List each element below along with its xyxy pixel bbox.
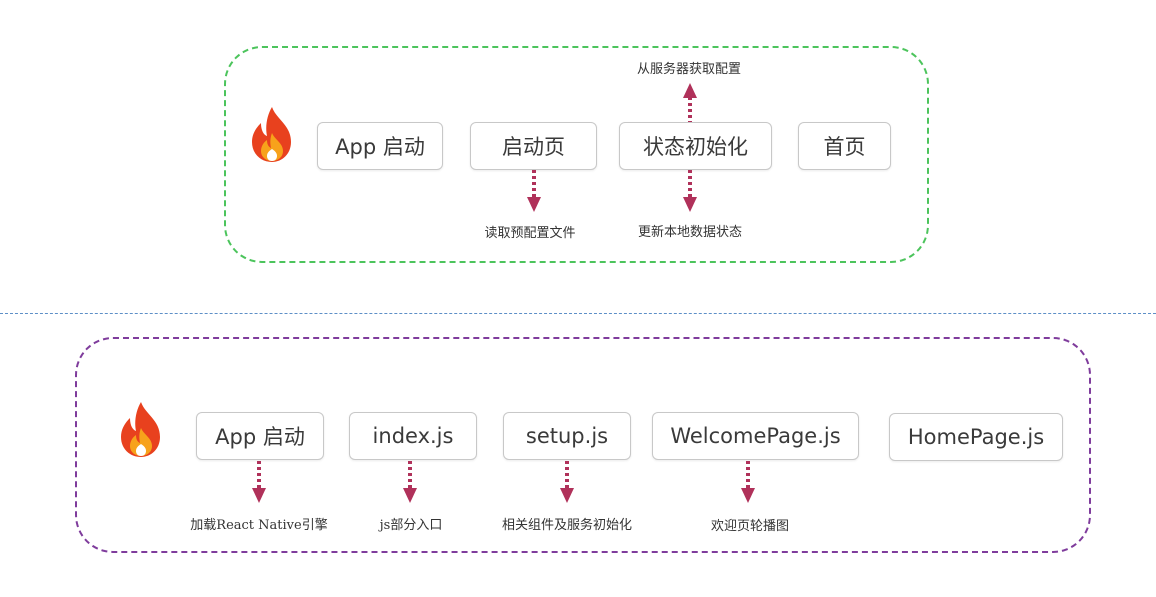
node-welcome-page-js: WelcomePage.js xyxy=(652,412,859,460)
note-load-engine: 加载React Native引擎 xyxy=(190,518,328,533)
arrow-down-read-config xyxy=(527,170,541,212)
top-group-frame xyxy=(224,46,929,263)
arrow-down-js-entry xyxy=(403,461,417,503)
node-app-launch: App 启动 xyxy=(196,412,324,460)
node-index-js: index.js xyxy=(349,412,477,460)
section-divider xyxy=(0,313,1156,314)
arrow-up-fetch-server xyxy=(683,83,697,122)
note-read-config: 读取预配置文件 xyxy=(484,226,576,241)
node-state-init: 状态初始化 xyxy=(619,122,772,170)
note-js-entry: js部分入口 xyxy=(379,518,443,533)
node-splash-page: 启动页 xyxy=(470,122,597,170)
node-setup-js: setup.js xyxy=(503,412,631,460)
arrow-down-update-local xyxy=(683,170,697,212)
arrow-down-load-engine xyxy=(252,461,266,503)
flame-icon xyxy=(121,402,160,457)
note-update-local: 更新本地数据状态 xyxy=(637,225,743,240)
bottom-group-frame xyxy=(75,337,1091,553)
node-home-page-js: HomePage.js xyxy=(889,413,1063,461)
note-fetch-server: 从服务器获取配置 xyxy=(636,62,742,77)
note-carousel: 欢迎页轮播图 xyxy=(710,519,790,534)
arrow-down-init-services xyxy=(560,461,574,503)
flame-icon xyxy=(252,107,291,162)
node-home-page: 首页 xyxy=(798,122,891,170)
node-app-launch: App 启动 xyxy=(317,122,443,170)
note-init-services: 相关组件及服务初始化 xyxy=(501,518,633,533)
arrow-down-carousel xyxy=(741,461,755,503)
